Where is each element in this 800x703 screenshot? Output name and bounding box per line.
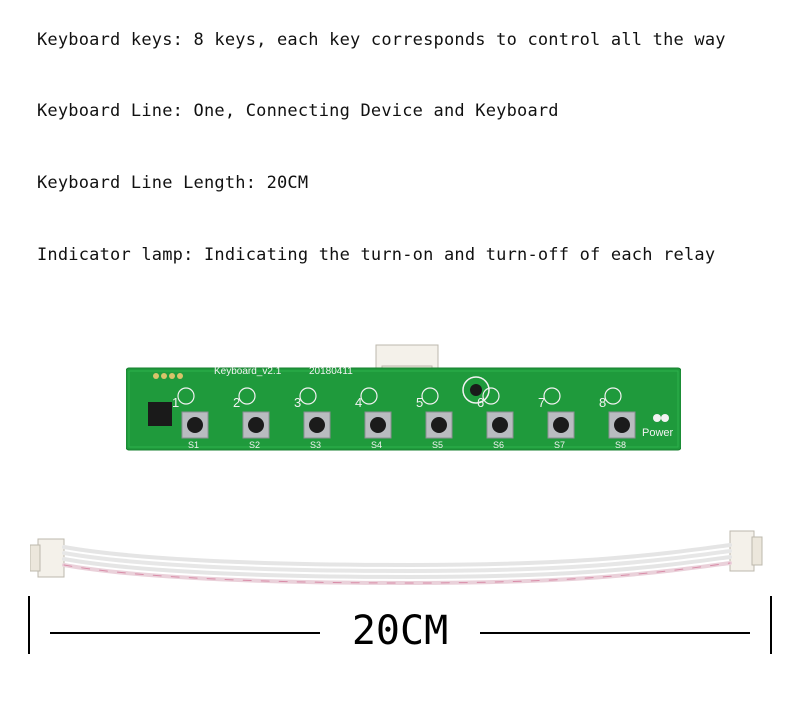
tactile-switch-cap [431, 417, 447, 433]
dimension-right-line [480, 632, 750, 634]
indicator-led-1 [177, 387, 195, 405]
indicator-led-2 [238, 387, 256, 405]
pcb-key-5: 5S5 [416, 387, 453, 450]
tactile-switch-cap [187, 417, 203, 433]
key-number-label: 8 [599, 395, 606, 410]
pcb-key-8: 8S8 [599, 387, 636, 450]
switch-label: S2 [249, 440, 260, 450]
indicator-led-7 [543, 387, 561, 405]
pcb-key-4: 4S4 [355, 387, 392, 450]
tactile-switch-cap [370, 417, 386, 433]
indicator-led-5 [421, 387, 439, 405]
switch-label: S5 [432, 440, 443, 450]
pcb-body [125, 367, 682, 451]
switch-label: S7 [554, 440, 565, 450]
tactile-switch-cap [309, 417, 325, 433]
switch-label: S6 [493, 440, 504, 450]
spec-line-keyboard-line: Keyboard Line: One, Connecting Device an… [37, 101, 559, 121]
cable-left-connector [37, 538, 65, 578]
key-number-label: 2 [233, 395, 240, 410]
tactile-switch-cap [492, 417, 508, 433]
pcb-date-label: 20180411 [309, 366, 353, 377]
pcb-key-6: 6S6 [477, 387, 514, 450]
pcb-chip [148, 402, 172, 426]
indicator-led-8 [604, 387, 622, 405]
key-number-label: 4 [355, 395, 362, 410]
pcb-board-drawing: Keyboard_v2.1 20180411 1S1 2S2 3S3 4S4 5S5 6S… [125, 344, 682, 451]
indicator-led-3 [299, 387, 317, 405]
tactile-switch-cap [248, 417, 264, 433]
switch-label: S3 [310, 440, 321, 450]
cable-photo [29, 525, 775, 595]
spec-line-keys: Keyboard keys: 8 keys, each key correspo… [37, 30, 726, 50]
switch-label: S8 [615, 440, 626, 450]
dimension-left-tick [28, 596, 30, 654]
indicator-led-6 [482, 387, 500, 405]
switch-label: S1 [188, 440, 199, 450]
key-number-label: 6 [477, 395, 484, 410]
pcb-model-label: Keyboard_v2.1 [214, 366, 282, 377]
key-number-label: 3 [294, 395, 301, 410]
pcb-power-label: Power [642, 427, 674, 439]
cable-wires [62, 543, 732, 586]
key-number-label: 7 [538, 395, 545, 410]
dimension-indicator: 20CM [0, 590, 800, 670]
spec-line-length: Keyboard Line Length: 20CM [37, 173, 309, 193]
switch-label: S4 [371, 440, 382, 450]
cable-drawing [29, 530, 763, 586]
pcb-key-7: 7S7 [538, 387, 575, 450]
dimension-label: 20CM [351, 608, 449, 654]
key-number-label: 5 [416, 395, 423, 410]
indicator-led-4 [360, 387, 378, 405]
spec-line-indicator: Indicator lamp: Indicating the turn-on a… [37, 245, 716, 265]
pcb-key-1: 1S1 [172, 387, 209, 450]
tactile-switch-cap [614, 417, 630, 433]
dimension-right-tick [770, 596, 772, 654]
tactile-switch-cap [553, 417, 569, 433]
pcb-key-3: 3S3 [294, 387, 331, 450]
pcb-key-2: 2S2 [233, 387, 270, 450]
cable-right-connector [729, 530, 755, 572]
dimension-left-line [50, 632, 320, 634]
key-number-label: 1 [172, 395, 179, 410]
pcb-capacitor [462, 376, 490, 404]
